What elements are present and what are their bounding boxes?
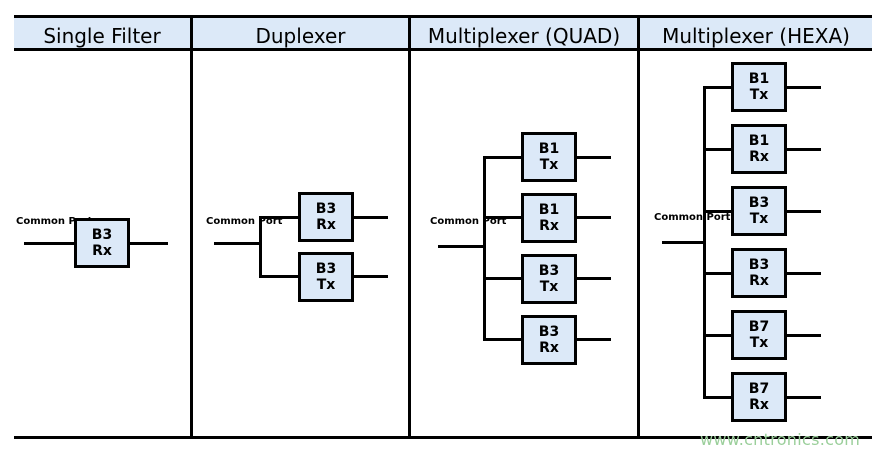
column-header-multiplexer-quad: Multiplexer (QUAD) [427, 24, 621, 48]
filter-direction-label: Rx [539, 340, 559, 356]
table-header-row: Single Filter Duplexer Multiplexer (QUAD… [14, 15, 872, 51]
common-port-line1: Common [206, 216, 256, 227]
common-port-label-duplexer: Common Port [206, 216, 282, 228]
filter-direction-label: Rx [92, 243, 112, 259]
filter-box-b3-tx: B3 Tx [731, 186, 787, 236]
filter-band-label: B3 [748, 256, 770, 273]
filter-band-label: B1 [538, 201, 560, 218]
common-port-label-quad: Common Port [430, 216, 506, 228]
output-wire-quad-4 [577, 338, 611, 341]
filter-box-b1-tx: B1 Tx [731, 62, 787, 112]
filter-band-label: B1 [748, 132, 770, 149]
filter-direction-label: Tx [749, 211, 769, 227]
common-port-line1: Common [430, 216, 480, 227]
output-wire-hexa-5 [787, 334, 821, 337]
filter-box-b3-rx: B3 Rx [521, 315, 577, 365]
branch-wire-hexa-3 [703, 210, 733, 213]
filter-box-b1-tx: B1 Tx [521, 132, 577, 182]
column-divider-3 [637, 15, 640, 439]
filter-box-b3-tx: B3 Tx [298, 252, 354, 302]
branch-wire-hexa-4 [703, 272, 733, 275]
column-divider-1 [190, 15, 193, 439]
filter-box-b7-tx: B7 Tx [731, 310, 787, 360]
output-wire-hexa-2 [787, 148, 821, 151]
filter-band-label: B3 [538, 323, 560, 340]
filter-direction-label: Tx [316, 277, 336, 293]
branch-wire-hexa-5 [703, 334, 733, 337]
filter-direction-label: Rx [749, 397, 769, 413]
output-wire-quad-1 [577, 156, 611, 159]
branch-wire-duplexer-1 [259, 216, 301, 219]
column-header-single-filter: Single Filter [43, 24, 161, 48]
output-wire-quad-2 [577, 216, 611, 219]
column-header-duplexer: Duplexer [255, 24, 346, 48]
common-wire-quad [438, 245, 486, 248]
output-wire-duplexer-2 [354, 275, 388, 278]
output-wire-hexa-1 [787, 86, 821, 89]
branch-wire-quad-3 [483, 277, 523, 280]
filter-direction-label: Tx [539, 279, 559, 295]
filter-box-b1-rx: B1 Rx [521, 193, 577, 243]
trunk-quad [483, 156, 486, 338]
output-wire-hexa-4 [787, 272, 821, 275]
common-wire-hexa [662, 241, 706, 244]
filter-box-b3-rx: B3 Rx [298, 192, 354, 242]
watermark-text: www.cntronics.com [700, 430, 861, 449]
branch-wire-hexa-6 [703, 396, 733, 399]
filter-direction-label: Rx [749, 273, 769, 289]
output-wire-hexa-6 [787, 396, 821, 399]
filter-direction-label: Rx [316, 217, 336, 233]
branch-wire-quad-1 [483, 156, 523, 159]
common-port-line1: Common [654, 212, 704, 223]
filter-band-label: B1 [538, 140, 560, 157]
trunk-duplexer [259, 216, 262, 278]
filter-band-label: B7 [748, 318, 770, 335]
filter-band-label: B3 [91, 226, 113, 243]
filter-band-label: B7 [748, 380, 770, 397]
filter-box-b3-rx: B3 Rx [74, 218, 130, 268]
filter-direction-label: Rx [539, 218, 559, 234]
common-port-line2: Port [482, 216, 507, 227]
output-wire-single-filter [130, 242, 168, 245]
branch-wire-quad-4 [483, 338, 523, 341]
trunk-hexa [703, 86, 706, 396]
branch-wire-quad-2 [483, 216, 523, 219]
common-port-label-hexa: Common Port [654, 212, 730, 224]
output-wire-quad-3 [577, 277, 611, 280]
filter-box-b1-rx: B1 Rx [731, 124, 787, 174]
filter-band-label: B3 [538, 262, 560, 279]
filter-direction-label: Tx [749, 335, 769, 351]
filter-direction-label: Rx [749, 149, 769, 165]
common-wire-duplexer [214, 242, 262, 245]
filter-box-b3-tx: B3 Tx [521, 254, 577, 304]
output-wire-duplexer-1 [354, 216, 388, 219]
output-wire-hexa-3 [787, 210, 821, 213]
branch-wire-duplexer-2 [259, 275, 301, 278]
filter-box-b3-rx: B3 Rx [731, 248, 787, 298]
filter-band-label: B1 [748, 70, 770, 87]
filter-band-label: B3 [315, 200, 337, 217]
input-wire-single-filter [24, 242, 74, 245]
common-port-line1: Common [16, 216, 66, 227]
filter-band-label: B3 [315, 260, 337, 277]
branch-wire-hexa-2 [703, 148, 733, 151]
branch-wire-hexa-1 [703, 86, 733, 89]
column-header-multiplexer-hexa: Multiplexer (HEXA) [662, 24, 850, 48]
filter-box-b7-rx: B7 Rx [731, 372, 787, 422]
filter-direction-label: Tx [749, 87, 769, 103]
table-bottom-rule [14, 436, 872, 439]
filter-band-label: B3 [748, 194, 770, 211]
column-divider-2 [408, 15, 411, 439]
filter-direction-label: Tx [539, 157, 559, 173]
common-port-line2: Port [258, 216, 283, 227]
common-port-line2: Port [706, 212, 731, 223]
